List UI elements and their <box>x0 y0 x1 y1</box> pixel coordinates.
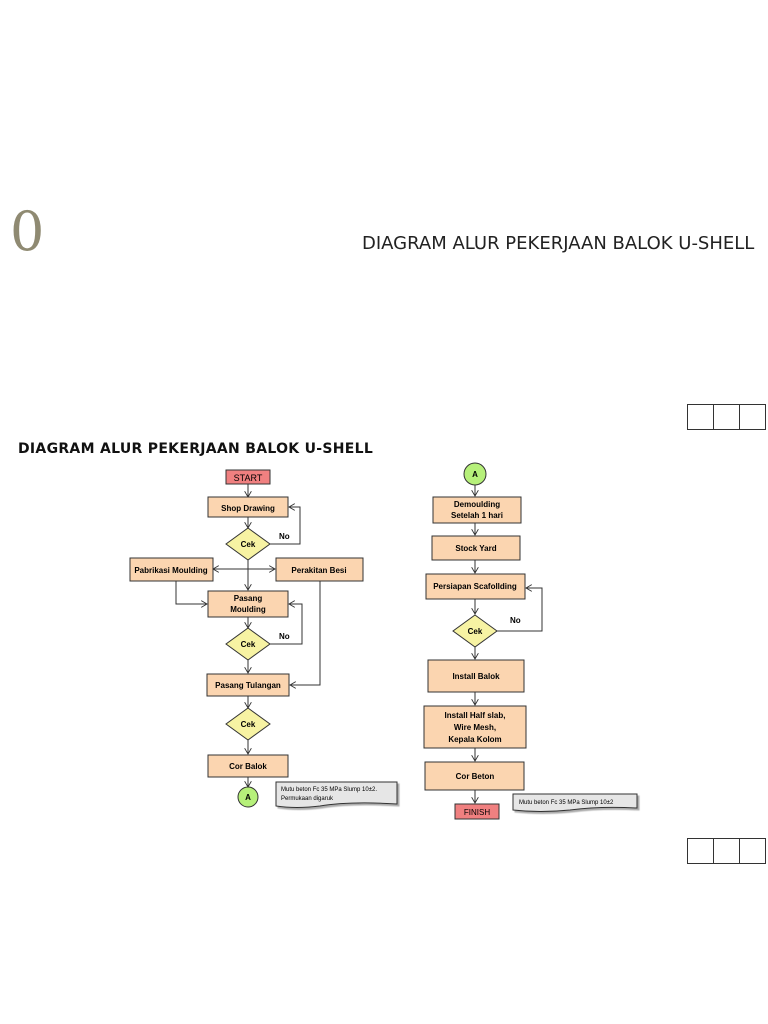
shop-drawing-box <box>207 496 289 518</box>
demoulding-label-2: Setelah 1 hari <box>451 511 503 520</box>
cek-label-2: Cek <box>241 640 256 649</box>
edge-perakitan-tulangan <box>290 581 321 685</box>
stock-yard-box <box>431 535 521 561</box>
perakitan-besi-label: Perakitan Besi <box>291 566 346 575</box>
install-half-slab-label-1: Install Half slab, <box>445 711 506 720</box>
pabrikasi-moulding-box <box>129 557 214 582</box>
note-right-line: Mutu beton Fc 35 MPa Slump 10±2 <box>519 800 614 806</box>
cek-decision-1 <box>225 527 271 561</box>
box-cell <box>739 404 766 430</box>
cek-decision-2 <box>225 627 271 661</box>
perakitan-besi-box <box>275 557 364 582</box>
note-right <box>512 793 638 812</box>
note-left-line-2: Permukaan digaruk <box>281 796 334 802</box>
cek-decision-4 <box>452 614 498 648</box>
page-title: DIAGRAM ALUR PEKERJAAN BALOK U-SHELL <box>362 233 755 254</box>
no-label-4: No <box>510 616 521 625</box>
edge-pabrikasi-pasang <box>175 581 207 604</box>
connector-a-left <box>237 786 259 808</box>
bottom-box-group <box>687 838 766 864</box>
finish-terminal <box>454 803 500 820</box>
cor-beton-box <box>424 761 525 791</box>
start-terminal <box>225 469 271 485</box>
persiapan-scafollding-label: Persiapan Scafollding <box>433 582 517 591</box>
cor-balok-box <box>207 754 289 778</box>
demoulding-box <box>432 496 522 524</box>
cek-label-1: Cek <box>241 540 256 549</box>
note-left <box>275 781 398 808</box>
pasang-moulding-label-1: Pasang <box>234 594 263 603</box>
pasang-tulangan-box <box>206 673 290 697</box>
install-balok-label: Install Balok <box>452 672 500 681</box>
install-balok-box <box>427 659 525 693</box>
finish-label: FINISH <box>464 808 490 817</box>
persiapan-scafollding-box <box>425 573 526 600</box>
pasang-moulding-label-2: Moulding <box>230 605 266 614</box>
start-label: START <box>234 473 263 483</box>
shop-drawing-label: Shop Drawing <box>221 504 275 513</box>
box-cell <box>739 838 766 864</box>
note-left-line-1: Mutu beton Fc 35 MPa Slump 10±2. <box>281 787 377 793</box>
connector-a-left-label: A <box>245 793 251 802</box>
cek-decision-3 <box>225 707 271 741</box>
cek-label-4: Cek <box>468 627 483 636</box>
pasang-tulangan-label: Pasang Tulangan <box>215 681 281 690</box>
cek-label-3: Cek <box>241 720 256 729</box>
stock-yard-label: Stock Yard <box>455 544 496 553</box>
cor-balok-label: Cor Balok <box>229 762 267 771</box>
cor-beton-label: Cor Beton <box>456 772 495 781</box>
install-half-slab-label-3: Kepala Kolom <box>448 735 501 744</box>
edge-cek4-no <box>497 588 543 632</box>
slide-number: 0 <box>10 200 44 263</box>
edge-cek1-no <box>270 507 301 545</box>
connector-a-right <box>463 462 487 486</box>
pabrikasi-moulding-label: Pabrikasi Moulding <box>134 566 207 575</box>
install-half-slab-label-2: Wire Mesh, <box>454 723 496 732</box>
demoulding-label-1: Demoulding <box>454 500 500 509</box>
top-box-group <box>687 404 766 430</box>
edge-cek2-no <box>270 604 303 645</box>
pasang-moulding-box <box>207 590 289 618</box>
no-label-2: No <box>279 632 290 641</box>
connector-a-right-label: A <box>472 470 478 479</box>
install-half-slab-box <box>423 705 527 749</box>
no-label-1: No <box>279 532 290 541</box>
diagram-heading: DIAGRAM ALUR PEKERJAAN BALOK U-SHELL <box>18 441 374 457</box>
